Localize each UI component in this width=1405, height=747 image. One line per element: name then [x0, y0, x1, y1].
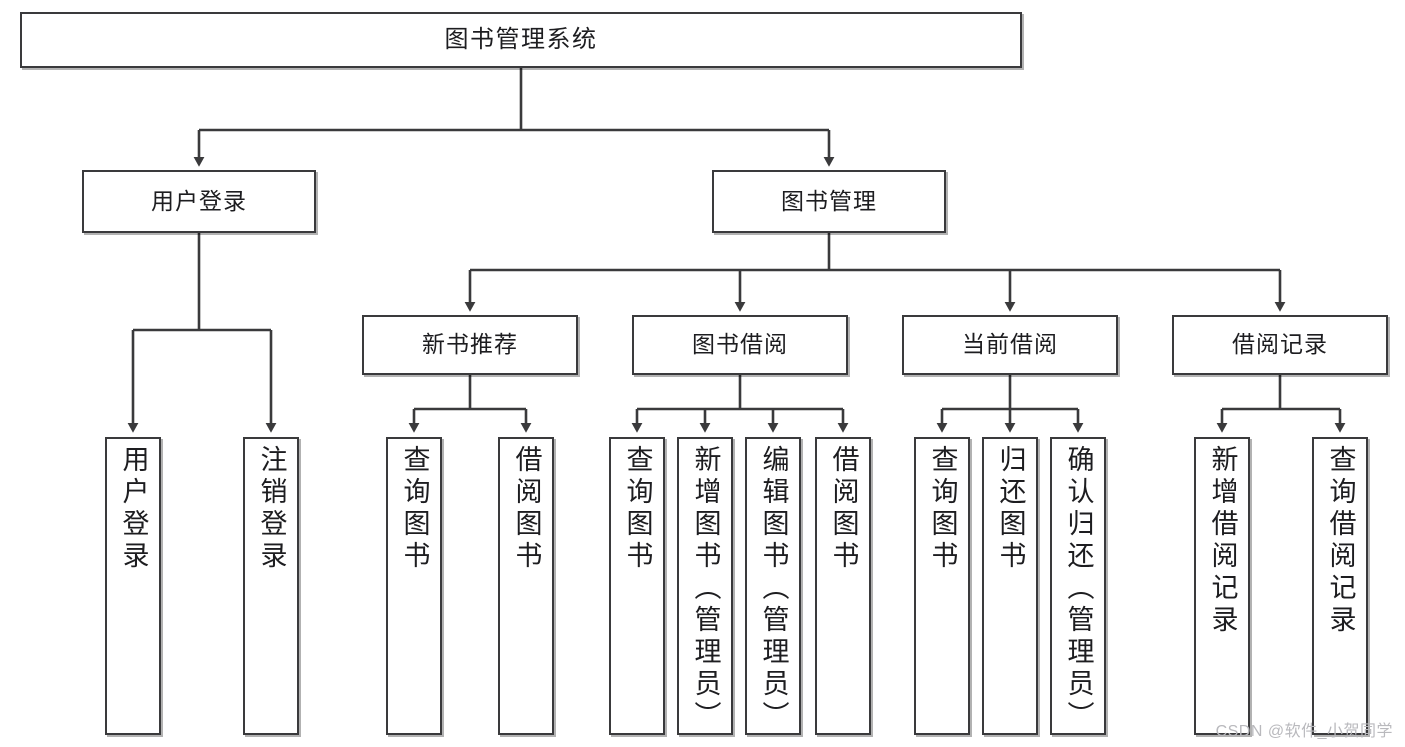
node-label: 新书推荐	[422, 331, 518, 358]
leaf-query-book-current[interactable]: 查询图书	[914, 437, 970, 735]
node-label: 图书借阅	[692, 331, 788, 358]
leaf-query-borrow-record[interactable]: 查询借阅记录	[1312, 437, 1368, 735]
leaf-return-book[interactable]: 归还图书	[982, 437, 1038, 735]
watermark: CSDN @软件_小贺同学	[1215, 723, 1393, 740]
leaf-add-book-admin[interactable]: 新增图书（管理员）	[677, 437, 733, 735]
leaf-borrow-book[interactable]: 借阅图书	[815, 437, 871, 735]
node-book-management[interactable]: 图书管理	[712, 170, 946, 233]
node-label: 查询图书	[399, 445, 430, 573]
node-user-login[interactable]: 用户登录	[82, 170, 316, 233]
node-label: 当前借阅	[962, 331, 1058, 358]
leaf-borrow-book-new[interactable]: 借阅图书	[498, 437, 554, 735]
node-label: 借阅图书	[511, 445, 542, 573]
node-book-borrow[interactable]: 图书借阅	[632, 315, 848, 375]
node-label: 查询借阅记录	[1325, 445, 1356, 637]
node-label: 确认归还（管理员）	[1063, 445, 1094, 733]
node-label: 借阅记录	[1232, 331, 1328, 358]
leaf-add-borrow-record[interactable]: 新增借阅记录	[1194, 437, 1250, 735]
node-label: 编辑图书（管理员）	[758, 445, 789, 733]
node-new-book-recommendation[interactable]: 新书推荐	[362, 315, 578, 375]
leaf-edit-book-admin[interactable]: 编辑图书（管理员）	[745, 437, 801, 735]
node-label: 注销登录	[256, 445, 287, 573]
node-label: 新增图书（管理员）	[690, 445, 721, 733]
node-root-book-management-system[interactable]: 图书管理系统	[20, 12, 1022, 68]
leaf-confirm-return-admin[interactable]: 确认归还（管理员）	[1050, 437, 1106, 735]
leaf-logout[interactable]: 注销登录	[243, 437, 299, 735]
leaf-user-login[interactable]: 用户登录	[105, 437, 161, 735]
leaf-query-book-borrow[interactable]: 查询图书	[609, 437, 665, 735]
node-label: 新增借阅记录	[1207, 445, 1238, 637]
node-label: 查询图书	[622, 445, 653, 573]
node-label: 图书管理系统	[444, 25, 598, 53]
node-label: 归还图书	[995, 445, 1026, 573]
node-label: 查询图书	[927, 445, 958, 573]
node-borrow-record[interactable]: 借阅记录	[1172, 315, 1388, 375]
node-current-borrow[interactable]: 当前借阅	[902, 315, 1118, 375]
node-label: 用户登录	[151, 187, 247, 214]
node-label: 用户登录	[118, 445, 149, 573]
node-label: 借阅图书	[828, 445, 859, 573]
node-label: 图书管理	[781, 187, 877, 214]
leaf-query-book-new[interactable]: 查询图书	[386, 437, 442, 735]
